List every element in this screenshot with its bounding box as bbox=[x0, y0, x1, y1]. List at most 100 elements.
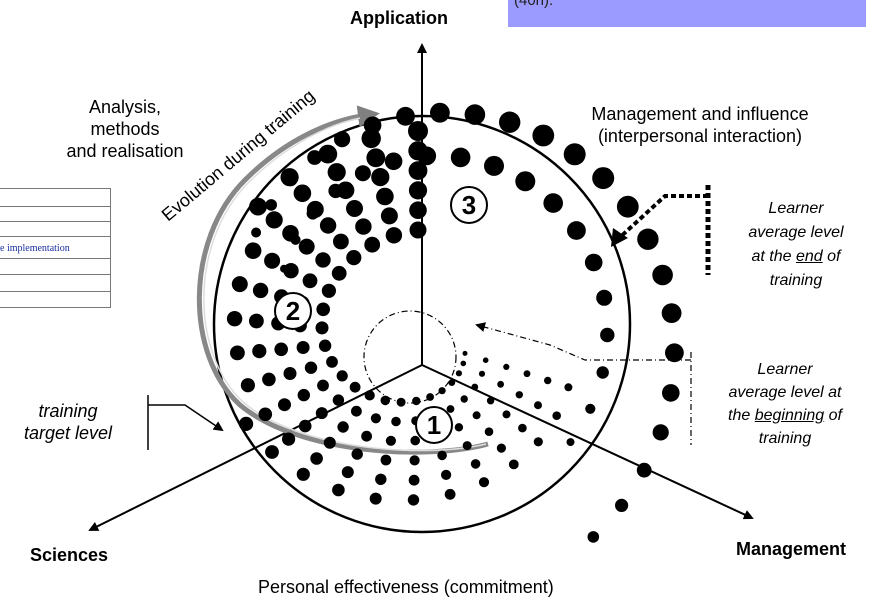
learner-dot bbox=[615, 498, 629, 512]
learner-dot bbox=[361, 430, 372, 442]
learner-dot bbox=[290, 234, 301, 245]
learner-dot bbox=[326, 356, 338, 368]
learner-dot bbox=[636, 462, 652, 478]
learner-dot bbox=[318, 339, 332, 352]
learner-dot bbox=[391, 416, 401, 427]
learner-dot bbox=[446, 405, 455, 413]
personal-effectiveness-label: Personal effectiveness (commitment) bbox=[258, 577, 554, 597]
learner-dot bbox=[587, 531, 600, 543]
learner-dot bbox=[244, 242, 262, 259]
learner-dot bbox=[470, 459, 481, 469]
learner-dot bbox=[454, 423, 464, 432]
learner-dot bbox=[323, 436, 336, 449]
learner-dot bbox=[407, 494, 420, 506]
learner-dot bbox=[296, 467, 310, 481]
learner-dot bbox=[566, 438, 575, 447]
learner-dot bbox=[508, 459, 519, 470]
learner-dot bbox=[293, 184, 312, 203]
learner-dot bbox=[370, 413, 381, 424]
learner-dot bbox=[328, 183, 343, 199]
learner-dot bbox=[249, 313, 264, 329]
learner-dot bbox=[408, 161, 428, 181]
learner-dot bbox=[230, 345, 245, 361]
learner-dot bbox=[316, 302, 331, 317]
learner-dot bbox=[543, 193, 563, 213]
learner-dot bbox=[472, 411, 481, 420]
learner-dot bbox=[600, 327, 615, 343]
learner-dot bbox=[497, 380, 504, 388]
learner-dot bbox=[665, 343, 684, 363]
learner-dot bbox=[278, 398, 291, 412]
learner-dot bbox=[366, 148, 386, 168]
learner-dot bbox=[375, 473, 387, 485]
analysis-label: Analysis, methods and realisation bbox=[66, 97, 184, 161]
learner-dot bbox=[410, 435, 421, 446]
learner-dot bbox=[455, 370, 462, 377]
stage-3-circle bbox=[450, 186, 488, 224]
beginning-level-circle bbox=[363, 310, 457, 404]
learner-dot bbox=[408, 181, 428, 200]
learner-dot bbox=[252, 344, 267, 359]
learner-dot bbox=[364, 390, 375, 401]
learner-dot bbox=[430, 102, 450, 123]
learner-dot bbox=[396, 397, 406, 407]
learner-dot bbox=[304, 361, 318, 374]
management-axis bbox=[421, 364, 754, 520]
evolution-arrow-inner bbox=[203, 117, 487, 452]
learner-dot bbox=[315, 252, 331, 268]
learner-dot bbox=[307, 150, 322, 165]
table-fragment-edge bbox=[110, 188, 111, 308]
learner-dot bbox=[438, 387, 446, 395]
end-level-pointer-head bbox=[611, 228, 628, 247]
learner-dot bbox=[384, 152, 403, 171]
target-level-pointer bbox=[147, 395, 222, 450]
learner-dot bbox=[315, 321, 329, 335]
learner-dot bbox=[341, 466, 354, 479]
learner-dot bbox=[319, 217, 337, 234]
evolution-arrow bbox=[196, 105, 489, 455]
learner-dot bbox=[499, 111, 521, 133]
learner-dot bbox=[408, 121, 428, 141]
learner-dot bbox=[552, 411, 561, 421]
learner-dot bbox=[564, 383, 573, 392]
learner-dot bbox=[478, 477, 490, 488]
learner-dot bbox=[592, 167, 615, 190]
learner-dot bbox=[306, 207, 319, 220]
learner-dot bbox=[296, 341, 310, 354]
learner-dot bbox=[351, 405, 362, 417]
learner-dot bbox=[502, 410, 511, 419]
learner-dot bbox=[282, 432, 296, 446]
learner-dot bbox=[417, 146, 437, 166]
learner-dot bbox=[284, 173, 298, 187]
learner-dot bbox=[496, 443, 506, 453]
learner-dot bbox=[226, 311, 243, 327]
learner-dot bbox=[265, 211, 283, 229]
learner-dot bbox=[486, 397, 495, 405]
management-axis-label: Management bbox=[736, 539, 847, 559]
learner-dot bbox=[408, 474, 420, 486]
learner-dot bbox=[462, 350, 468, 356]
learner-dot bbox=[637, 228, 659, 250]
learner-dot bbox=[515, 171, 536, 192]
learner-dot bbox=[333, 233, 349, 250]
learner-dot bbox=[251, 227, 262, 238]
table-cell-text: e implementation bbox=[0, 243, 70, 254]
learner-dot bbox=[544, 376, 552, 385]
learner-dot bbox=[385, 227, 403, 244]
learner-dot bbox=[409, 221, 427, 239]
learner-dot bbox=[482, 357, 489, 364]
learner-beginning-label: Learner average level at the beginning o… bbox=[728, 361, 842, 447]
stage-1-number: 1 bbox=[426, 410, 442, 440]
learner-dot bbox=[355, 218, 372, 235]
learner-dot bbox=[426, 393, 434, 401]
learner-dot bbox=[533, 437, 543, 447]
note-box: (40h). bbox=[508, 0, 866, 27]
learner-dot bbox=[563, 143, 586, 166]
learner-dot bbox=[346, 250, 362, 266]
stage-1-circle bbox=[415, 406, 453, 444]
learner-dot bbox=[336, 370, 348, 382]
stage-2-circle bbox=[274, 292, 312, 330]
learner-dot bbox=[396, 106, 415, 126]
